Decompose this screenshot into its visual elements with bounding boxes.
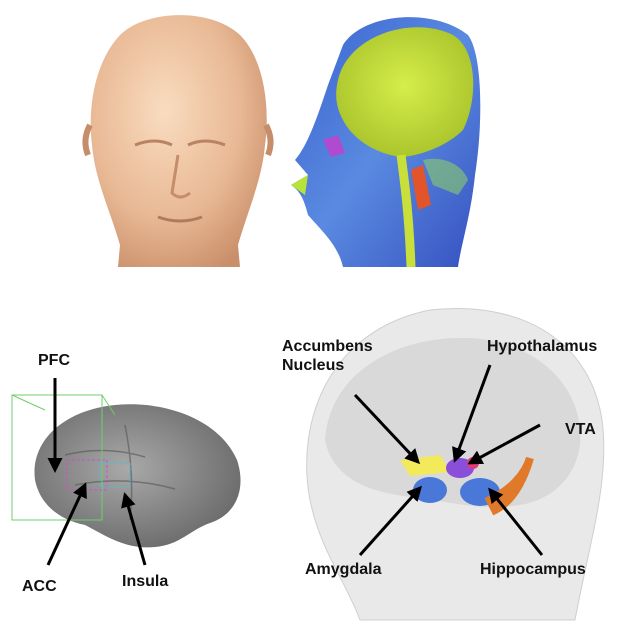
label-hypothalamus: Hypothalamus <box>487 337 597 356</box>
arrow-vta <box>470 425 540 463</box>
label-insula: Insula <box>122 572 168 591</box>
arrow-acc <box>48 485 85 565</box>
label-amygdala: Amygdala <box>305 560 381 579</box>
arrow-accumbens <box>355 395 418 462</box>
label-vta: VTA <box>565 420 596 439</box>
label-pfc: PFC <box>38 351 70 370</box>
label-hippocampus: Hippocampus <box>480 560 586 579</box>
arrow-hypothalamus <box>455 365 490 460</box>
arrow-hippocampus <box>490 490 542 555</box>
label-acc: ACC <box>22 577 57 596</box>
label-accumbens-line1: Accumbens <box>282 337 373 356</box>
arrow-amygdala <box>360 488 420 555</box>
arrow-insula <box>125 495 145 565</box>
label-accumbens-line2: Nucleus <box>282 356 344 375</box>
